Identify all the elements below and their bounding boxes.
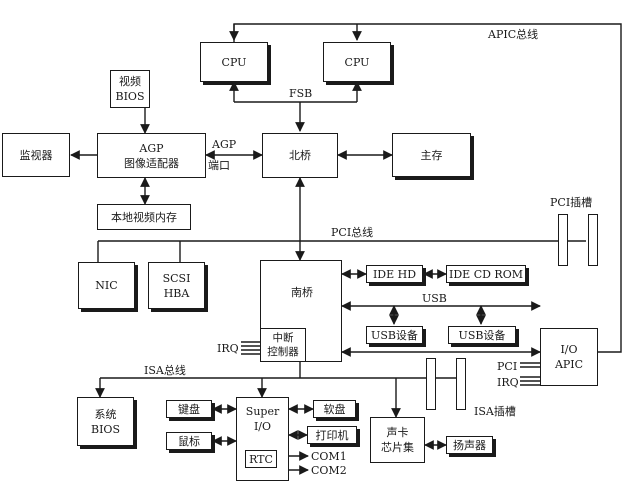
pci-slot-label: PCI插槽 xyxy=(550,196,593,209)
south-bridge-label: 南桥 xyxy=(291,286,313,299)
agp-adapter-line2: 图像适配器 xyxy=(124,156,179,170)
pci-ioapic-label: PCI xyxy=(497,360,518,373)
sound-line1: 声卡 xyxy=(386,426,409,439)
isa-bus-label: ISA总线 xyxy=(144,364,186,377)
ide-cdrom-box: IDE CD ROM xyxy=(446,265,526,283)
agp-port-label-1: AGP xyxy=(212,138,237,151)
video-bios-line1: 视频 xyxy=(119,75,141,88)
scsi-line1: SCSI xyxy=(162,271,191,285)
io-apic-box: I/O APIC xyxy=(540,328,598,386)
int-ctrl-line2: 控制器 xyxy=(267,346,299,358)
interrupt-controller-box: 中断 控制器 xyxy=(260,328,306,362)
usb-device-label-2: USB设备 xyxy=(458,328,506,342)
video-bios-line2: BIOS xyxy=(115,90,145,103)
rtc-box: RTC xyxy=(245,450,277,468)
ide-hd-label: IDE HD xyxy=(372,267,417,281)
keyboard-box: 键盘 xyxy=(166,400,212,418)
super-io-box: Super I/O xyxy=(236,397,289,481)
int-ctrl-line1: 中断 xyxy=(272,332,294,344)
scsi-hba-box: SCSI HBA xyxy=(148,262,205,309)
sound-chipset-box: 声卡 芯片集 xyxy=(370,417,425,463)
usb-device-box-2: USB设备 xyxy=(448,326,516,344)
io-apic-line1: I/O xyxy=(560,343,578,356)
irq-label-mid: IRQ xyxy=(217,342,239,355)
cpu-box-1: CPU xyxy=(200,42,268,82)
pci-bus-label: PCI总线 xyxy=(331,226,374,239)
local-video-memory-box: 本地视频内存 xyxy=(97,204,191,230)
floppy-box: 软盘 xyxy=(313,400,356,418)
speaker-box: 扬声器 xyxy=(446,436,493,454)
rtc-label: RTC xyxy=(249,452,273,466)
ide-hd-box: IDE HD xyxy=(366,265,423,283)
speaker-label: 扬声器 xyxy=(453,438,486,452)
irq-ioapic-label: IRQ xyxy=(497,376,519,389)
ide-cdrom-label: IDE CD ROM xyxy=(449,267,523,281)
video-bios-box: 视频 BIOS xyxy=(110,70,150,108)
cpu-box-2: CPU xyxy=(323,42,391,82)
super-io-line1: Super xyxy=(245,405,280,418)
scsi-line2: HBA xyxy=(163,286,190,300)
isa-slot-label: ISA插槽 xyxy=(474,405,516,418)
system-bios-box: 系统 BIOS xyxy=(77,397,134,446)
monitor-box: 监视器 xyxy=(2,133,70,177)
usb-device-label-1: USB设备 xyxy=(371,328,418,342)
pci-slot-2 xyxy=(588,214,598,266)
usb-label: USB xyxy=(422,292,447,305)
sound-line2: 芯片集 xyxy=(381,441,414,454)
com2-label: COM2 xyxy=(311,464,347,477)
nic-box: NIC xyxy=(78,262,135,309)
main-memory-label: 主存 xyxy=(420,148,443,162)
agp-adapter-line1: AGP xyxy=(139,141,164,155)
agp-adapter-box: AGP 图像适配器 xyxy=(97,133,206,178)
main-memory-box: 主存 xyxy=(392,133,471,177)
north-bridge-box: 北桥 xyxy=(262,133,338,178)
mouse-box: 鼠标 xyxy=(166,432,212,450)
local-video-memory-label: 本地视频内存 xyxy=(111,210,177,224)
isa-slot-2 xyxy=(456,358,466,410)
fsb-label: FSB xyxy=(289,87,313,100)
pci-slot-1 xyxy=(558,214,568,266)
north-bridge-label: 北桥 xyxy=(289,149,311,162)
keyboard-label: 键盘 xyxy=(178,402,200,416)
printer-label: 打印机 xyxy=(315,428,349,442)
isa-slot-1 xyxy=(426,358,436,410)
agp-port-label-2: 端口 xyxy=(208,159,230,172)
super-io-line2: I/O xyxy=(253,420,272,433)
printer-box: 打印机 xyxy=(307,426,357,444)
system-bios-line1: 系统 xyxy=(94,407,117,421)
system-bios-line2: BIOS xyxy=(91,422,120,436)
floppy-label: 软盘 xyxy=(323,402,346,416)
mouse-label: 鼠标 xyxy=(178,434,200,448)
nic-label: NIC xyxy=(95,279,118,292)
cpu-label-1: CPU xyxy=(221,55,247,69)
apic-bus-label: APIC总线 xyxy=(488,28,539,41)
monitor-label: 监视器 xyxy=(19,148,53,162)
com1-label: COM1 xyxy=(311,450,347,463)
io-apic-line2: APIC xyxy=(554,358,584,371)
usb-device-box-1: USB设备 xyxy=(366,326,423,344)
cpu-label-2: CPU xyxy=(344,55,370,69)
